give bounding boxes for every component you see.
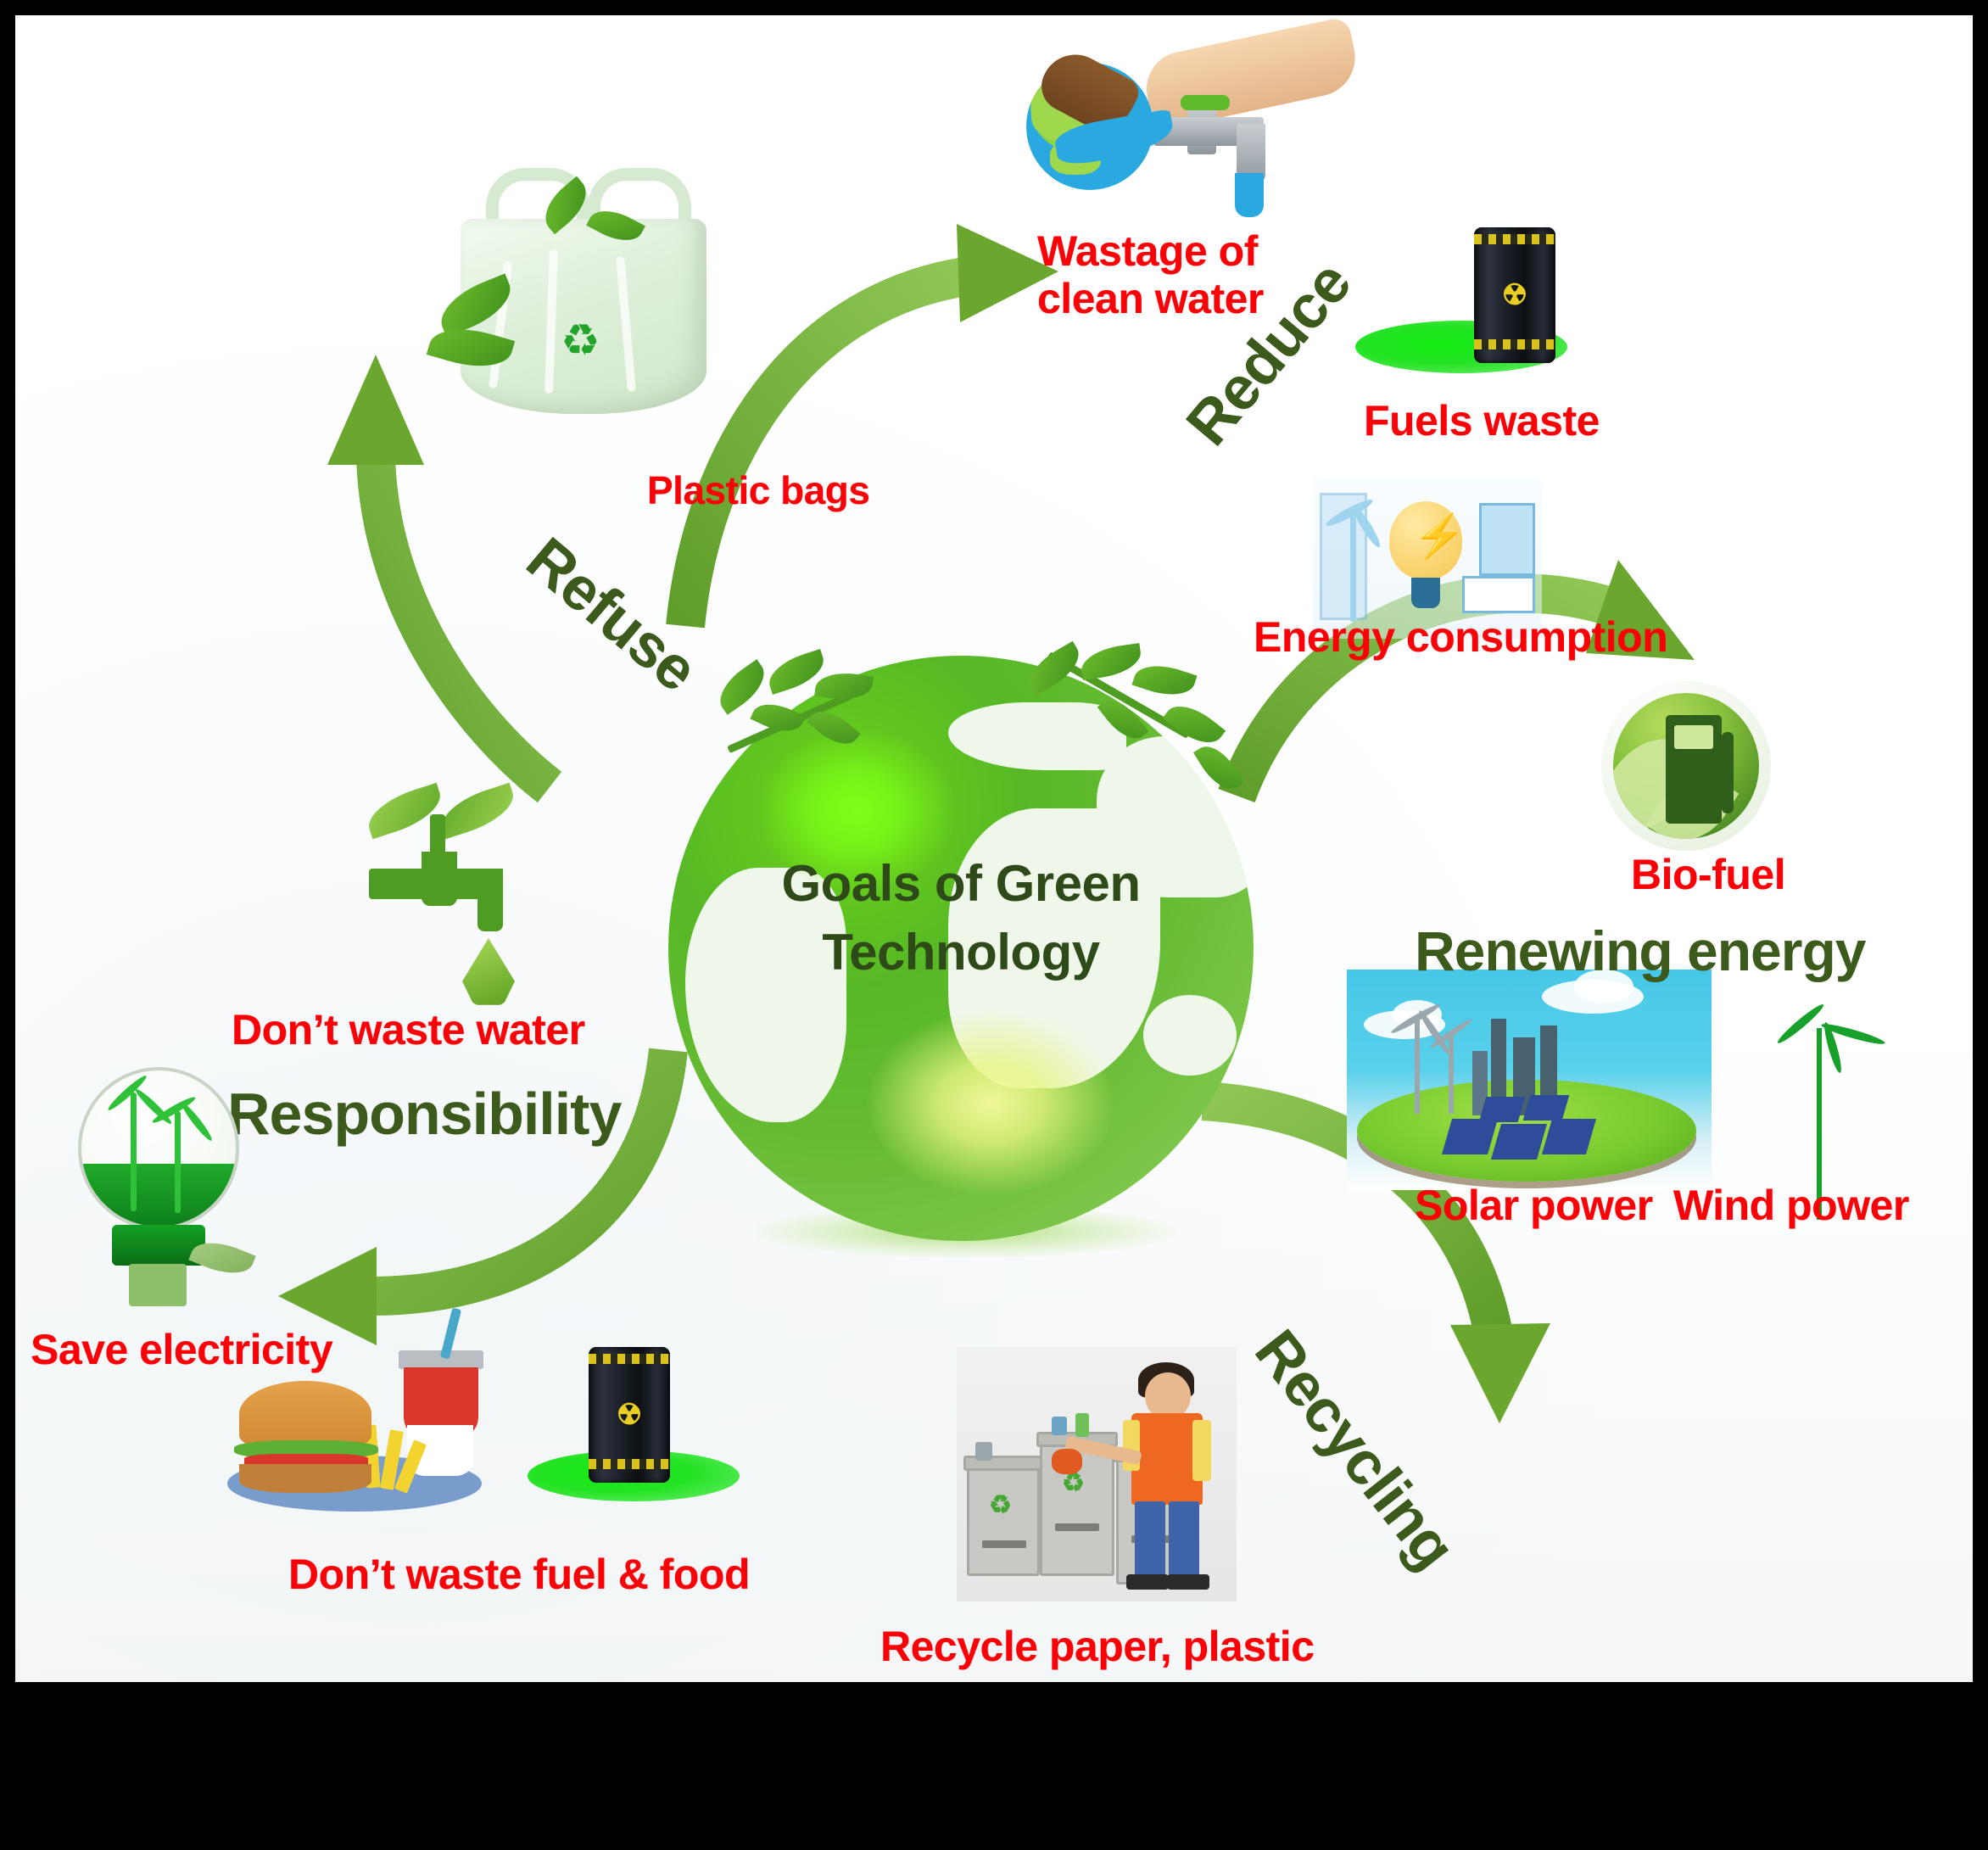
label-wastage-line2: clean water bbox=[1037, 275, 1264, 322]
green-faucet-sprout-icon bbox=[350, 770, 596, 1025]
sprig-left bbox=[689, 640, 892, 785]
label-plastic-bags: Plastic bags bbox=[647, 468, 870, 512]
infographic-canvas: Goals of Green Technology bbox=[15, 15, 1973, 1682]
lightning-bolt-icon: ⚡ bbox=[1413, 512, 1466, 560]
burger-combo-icon bbox=[219, 1307, 558, 1542]
label-save-electricity: Save electricity bbox=[31, 1326, 333, 1373]
label-dont-waste-fuel-food: Don’t waste fuel & food bbox=[288, 1551, 751, 1598]
solar-island-icon bbox=[1347, 970, 1712, 1190]
sprig-right bbox=[1008, 625, 1245, 803]
water-drop-icon bbox=[462, 938, 515, 1005]
label-wastage-clean-water: Wastage of clean water bbox=[1037, 227, 1264, 322]
label-wastage-line1: Wastage of bbox=[1037, 227, 1258, 275]
faucet-hand-icon bbox=[1026, 15, 1382, 219]
globe-sphere bbox=[668, 656, 1254, 1241]
label-responsibility: Responsibility bbox=[227, 1081, 622, 1147]
trash-item bbox=[1052, 1449, 1082, 1474]
continent-oceania bbox=[1143, 995, 1237, 1076]
bio-fuel-pump-icon bbox=[1601, 681, 1779, 859]
globe-title-line1: Goals of Green bbox=[781, 855, 1141, 912]
plastic-bag-icon: ♻ bbox=[426, 168, 740, 439]
label-bio-fuel: Bio-fuel bbox=[1631, 851, 1786, 898]
page-title: Goals of Green Technology bbox=[668, 849, 1254, 986]
recycle-symbol-icon: ♻ bbox=[561, 316, 600, 366]
label-fuels-waste: Fuels waste bbox=[1364, 397, 1600, 444]
arrow-reduce bbox=[666, 224, 1058, 629]
oil-barrel-icon: ☢ bbox=[1355, 227, 1618, 388]
globe-title-line2: Technology bbox=[822, 924, 1100, 981]
arrow-responsibility bbox=[278, 1048, 688, 1345]
globe-highlight-bottom bbox=[868, 1012, 1114, 1194]
label-renewing-energy: Renewing energy bbox=[1415, 919, 1866, 982]
continent-n-america bbox=[685, 868, 846, 1122]
label-energy-consumption: Energy consumption bbox=[1254, 613, 1668, 661]
label-wind-power: Wind power bbox=[1673, 1182, 1909, 1229]
arrow-refuse bbox=[327, 355, 562, 803]
hazard-symbol-icon: ☢ bbox=[1501, 279, 1528, 311]
label-dont-waste-water: Don’t waste water bbox=[232, 1006, 585, 1054]
central-globe: Goals of Green Technology bbox=[668, 640, 1262, 1258]
recycle-bins-icon: ♻ ♻ ♻ bbox=[957, 1347, 1237, 1601]
oil-barrel-icon-2: ☢ bbox=[528, 1347, 740, 1517]
light-bulb-meter-icon: ⚡ bbox=[1313, 478, 1542, 639]
bulb-wind-turbine-icon bbox=[66, 1067, 261, 1313]
label-solar-power: Solar power bbox=[1415, 1182, 1653, 1229]
hand-icon bbox=[1139, 15, 1363, 132]
label-recycle-paper-plastic: Recycle paper, plastic bbox=[880, 1623, 1315, 1670]
hazard-symbol-icon-2: ☢ bbox=[616, 1399, 643, 1431]
wind-turbine-icon bbox=[1754, 1001, 1890, 1220]
globe-highlight-top bbox=[760, 730, 955, 891]
continent-europe bbox=[948, 702, 1126, 770]
